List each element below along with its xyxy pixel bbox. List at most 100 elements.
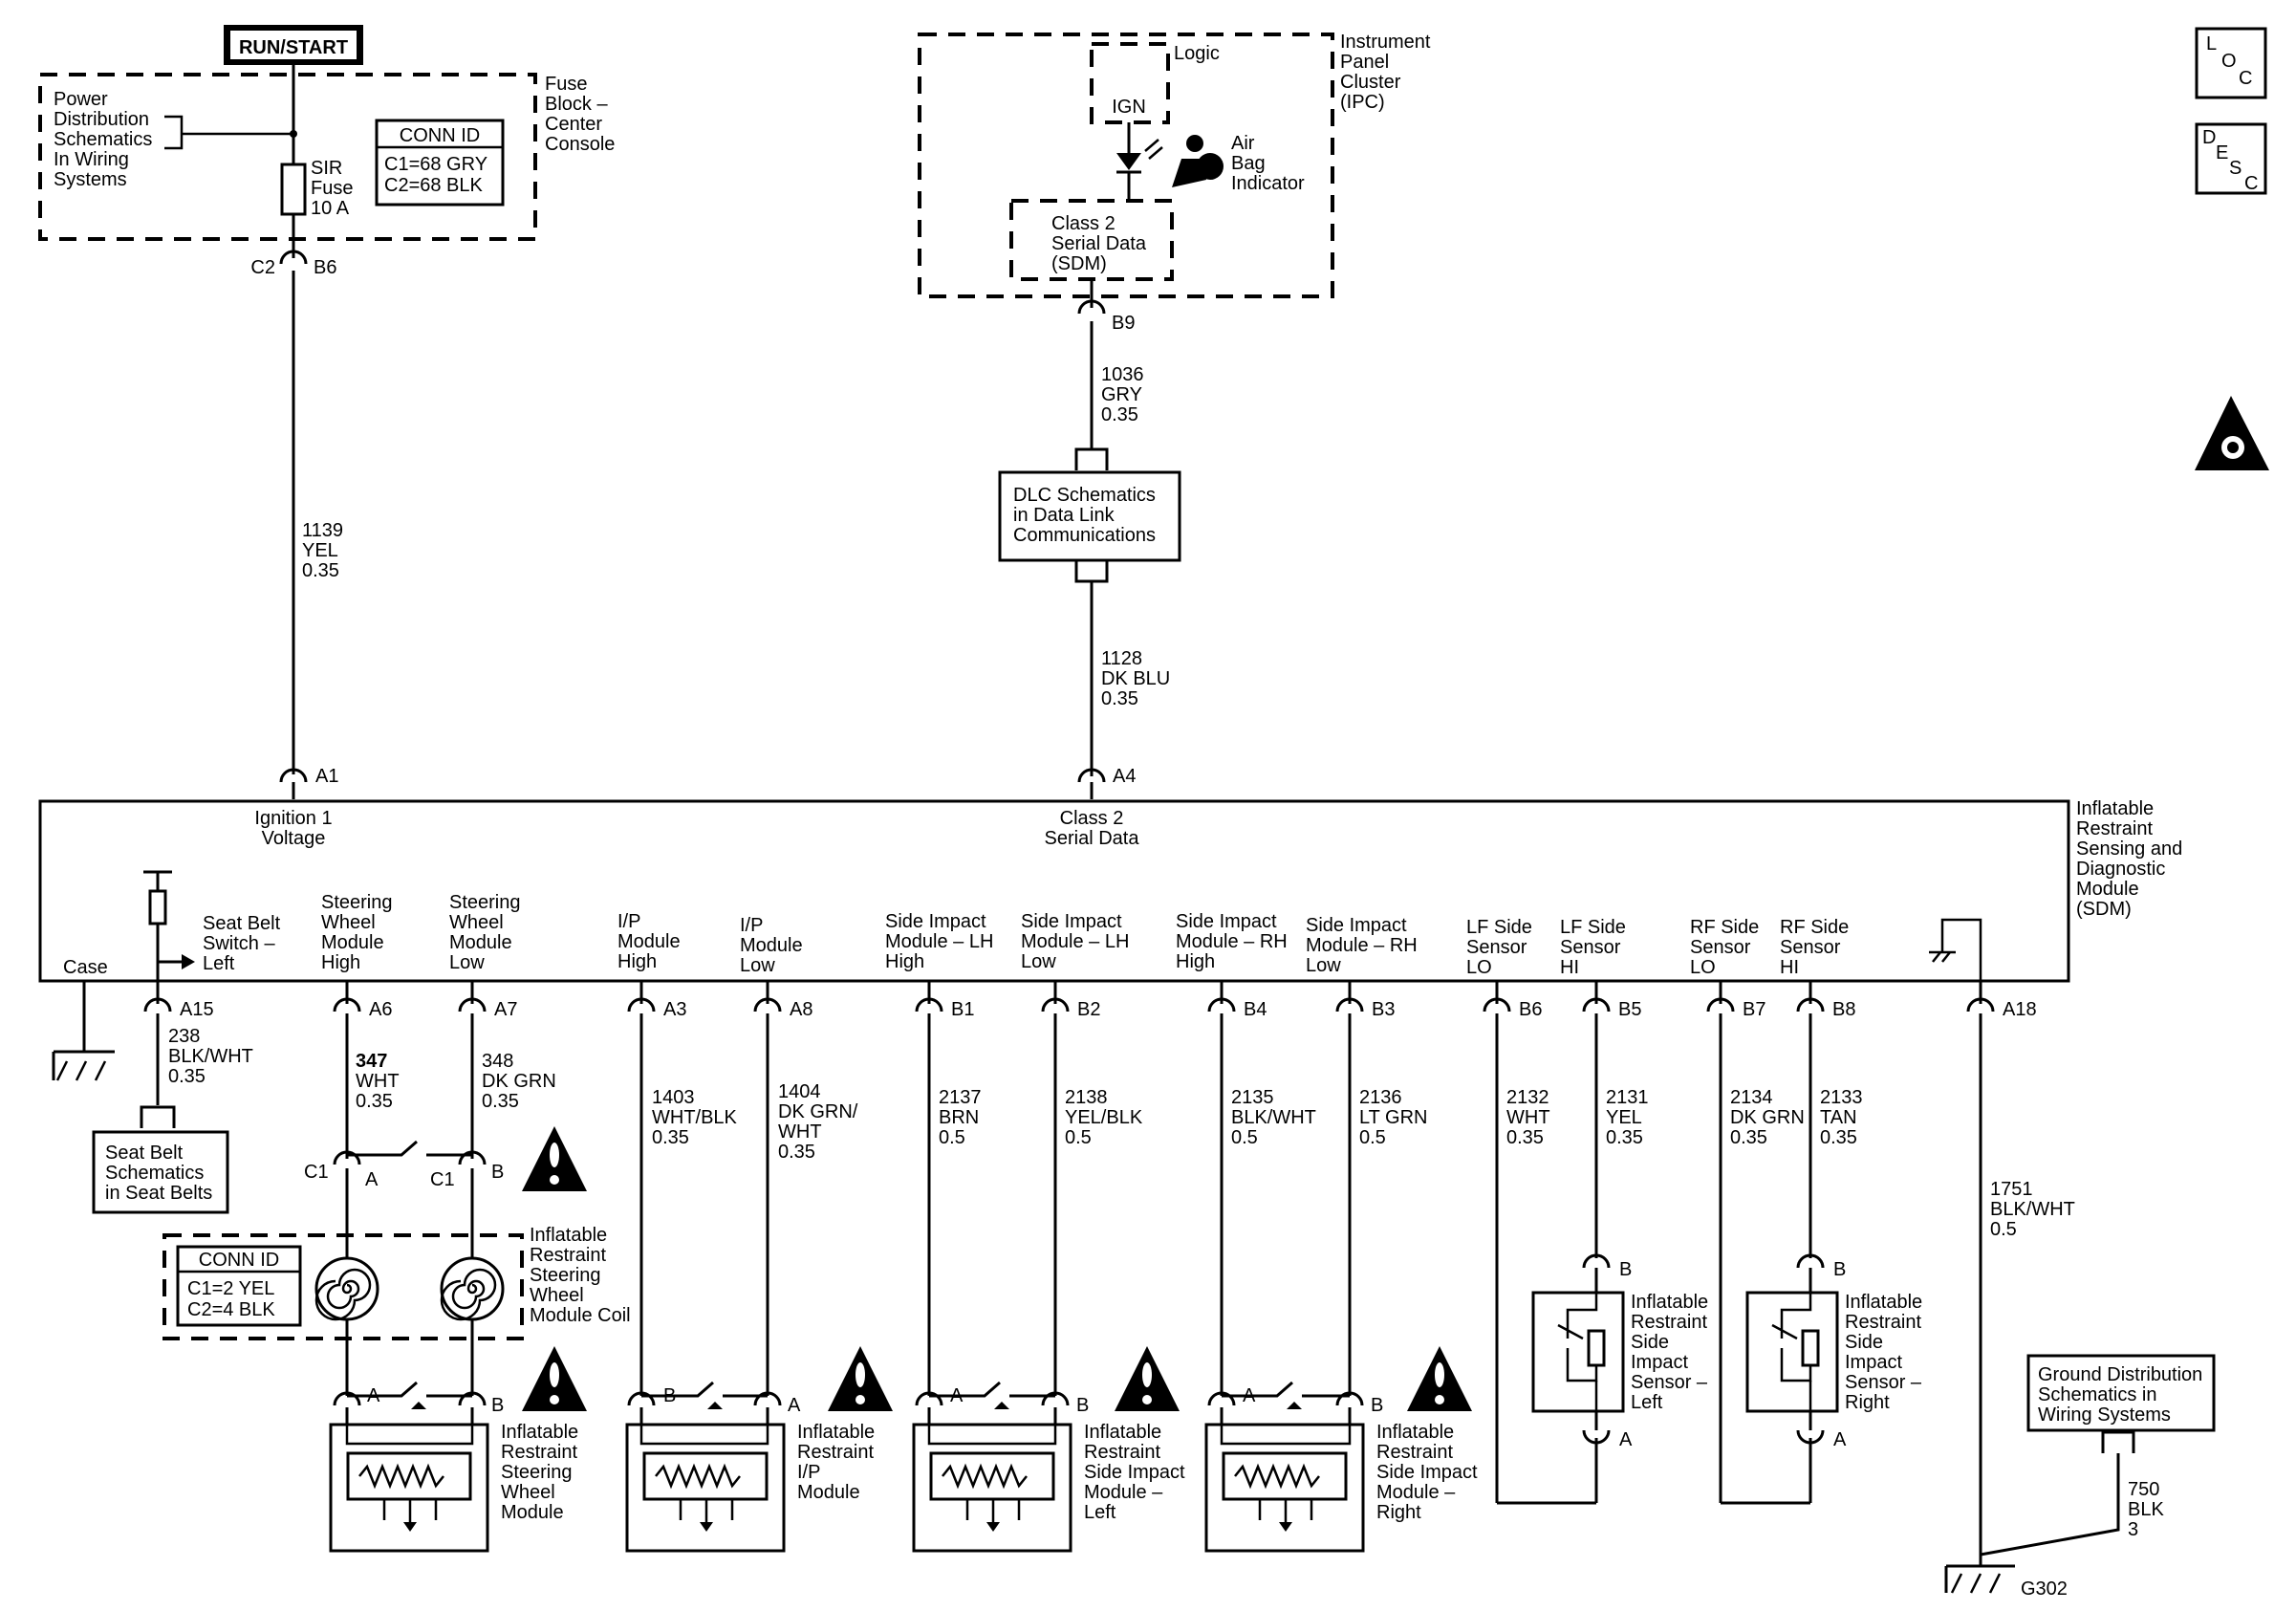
svg-text:Diagnostic: Diagnostic xyxy=(2076,859,2165,880)
svg-text:C: C xyxy=(2244,173,2258,194)
svg-text:3: 3 xyxy=(2128,1519,2138,1540)
rf-side-impact-sensor xyxy=(1719,1013,1839,1505)
svg-text:1036: 1036 xyxy=(1101,364,1144,385)
svg-text:Module – RH: Module – RH xyxy=(1306,935,1418,956)
svg-text:WHT: WHT xyxy=(356,1071,400,1092)
svg-text:E: E xyxy=(2216,142,2228,163)
svg-text:Sensor: Sensor xyxy=(1780,937,1841,958)
svg-text:CONN ID: CONN ID xyxy=(199,1250,279,1271)
svg-text:Block –: Block – xyxy=(545,94,608,115)
svg-text:B: B xyxy=(1619,1259,1632,1280)
wire-1139-label: 1139 YEL 0.35 xyxy=(302,520,343,581)
power-distribution-label: Power Distribution Schematics In Wiring … xyxy=(54,89,152,190)
svg-text:Side Impact: Side Impact xyxy=(1084,1462,1185,1483)
ip-module: B A xyxy=(625,1381,801,1553)
svg-text:Wheel: Wheel xyxy=(449,912,504,933)
svg-text:0.35: 0.35 xyxy=(1506,1127,1544,1148)
svg-text:Module: Module xyxy=(321,932,384,953)
ipc-class2-label: Class 2 Serial Data (SDM) xyxy=(1051,213,1147,274)
svg-text:TAN: TAN xyxy=(1820,1107,1857,1128)
svg-text:Restraint: Restraint xyxy=(1084,1442,1160,1463)
svg-text:WHT: WHT xyxy=(778,1121,822,1143)
svg-text:A: A xyxy=(365,1169,379,1190)
svg-text:B: B xyxy=(1833,1259,1846,1280)
steering-wheel-module: A B xyxy=(329,1381,504,1553)
svg-text:Steering: Steering xyxy=(449,892,521,913)
svg-text:CONN ID: CONN ID xyxy=(400,125,480,146)
svg-text:LO: LO xyxy=(1690,957,1716,978)
desc-icon[interactable]: D E S C xyxy=(2195,122,2267,195)
svg-text:Communications: Communications xyxy=(1013,525,1156,546)
svg-text:Ground Distribution: Ground Distribution xyxy=(2038,1364,2202,1385)
svg-text:Low: Low xyxy=(449,952,485,973)
svg-text:High: High xyxy=(321,952,360,973)
clockspring-outline xyxy=(162,1233,524,1340)
svg-text:BLK/WHT: BLK/WHT xyxy=(1231,1107,1316,1128)
warning-icon xyxy=(522,1346,587,1411)
side-impact-module-left-label: Inflatable Restraint Side Impact Module … xyxy=(1084,1422,1185,1523)
svg-text:A: A xyxy=(1243,1385,1256,1406)
svg-text:Side Impact: Side Impact xyxy=(1176,911,1277,932)
svg-text:A8: A8 xyxy=(790,999,812,1020)
svg-text:Serial Data: Serial Data xyxy=(1045,828,1140,849)
svg-text:C: C xyxy=(2239,68,2252,89)
lf-side-impact-sensor xyxy=(1495,1013,1625,1505)
ip-module-label: Inflatable Restraint I/P Module xyxy=(797,1422,875,1503)
svg-text:B: B xyxy=(663,1385,676,1406)
svg-text:Indicator: Indicator xyxy=(1231,173,1305,194)
svg-text:B3: B3 xyxy=(1372,999,1395,1020)
svg-text:0.35: 0.35 xyxy=(652,1127,689,1148)
svg-text:C2: C2 xyxy=(250,257,275,278)
svg-text:Bag: Bag xyxy=(1231,153,1266,174)
svg-text:Restraint: Restraint xyxy=(2076,818,2153,839)
svg-text:RF Side: RF Side xyxy=(1780,917,1849,938)
svg-text:Power: Power xyxy=(54,89,108,110)
svg-text:2133: 2133 xyxy=(1820,1087,1863,1108)
svg-text:Logic: Logic xyxy=(1174,43,1220,64)
svg-text:A18: A18 xyxy=(2003,999,2037,1020)
svg-text:Inflatable: Inflatable xyxy=(1376,1422,1454,1443)
warning-icon xyxy=(1115,1346,1180,1411)
svg-text:DK BLU: DK BLU xyxy=(1101,668,1170,689)
svg-text:Right: Right xyxy=(1845,1392,1890,1413)
svg-text:Console: Console xyxy=(545,134,615,155)
svg-text:1403: 1403 xyxy=(652,1087,695,1108)
svg-text:2137: 2137 xyxy=(939,1087,982,1108)
svg-text:High: High xyxy=(885,951,924,972)
svg-text:238: 238 xyxy=(168,1026,200,1047)
svg-text:Air: Air xyxy=(1231,133,1255,154)
svg-text:0.35: 0.35 xyxy=(1606,1127,1643,1148)
seat-belt-schematics-box: Seat Belt Schematics in Seat Belts xyxy=(92,1130,229,1214)
svg-text:YEL: YEL xyxy=(302,540,338,561)
svg-text:Module –: Module – xyxy=(1084,1482,1163,1503)
svg-text:Side: Side xyxy=(1845,1332,1883,1353)
ground-distribution-box: Ground Distribution Schematics in Wiring… xyxy=(2026,1354,2216,1432)
svg-text:Panel: Panel xyxy=(1340,52,1389,73)
svg-text:Module: Module xyxy=(740,935,803,956)
svg-text:B: B xyxy=(1076,1395,1089,1416)
sdm-label: Inflatable Restraint Sensing and Diagnos… xyxy=(2076,798,2182,920)
svg-text:Restraint: Restraint xyxy=(1845,1312,1921,1333)
rf-sensor-label: Inflatable Restraint Side Impact Sensor … xyxy=(1845,1292,1922,1413)
svg-text:Low: Low xyxy=(740,955,775,976)
svg-text:0.35: 0.35 xyxy=(482,1091,519,1112)
svg-text:Inflatable: Inflatable xyxy=(2076,798,2154,819)
svg-text:Class 2: Class 2 xyxy=(1051,213,1116,234)
svg-text:Restraint: Restraint xyxy=(530,1245,606,1266)
ipc-logic-box xyxy=(1090,42,1170,124)
sdm-ignition-label: Ignition 1 Voltage xyxy=(254,808,332,849)
svg-text:Sensor: Sensor xyxy=(1690,937,1751,958)
svg-text:1751: 1751 xyxy=(1990,1179,2033,1200)
svg-text:B6: B6 xyxy=(314,257,336,278)
loc-icon[interactable]: L O C xyxy=(2195,27,2267,99)
svg-text:Side Impact: Side Impact xyxy=(1021,911,1122,932)
svg-text:LF Side: LF Side xyxy=(1466,917,1532,938)
svg-text:A: A xyxy=(1833,1429,1847,1450)
wire-348-label: 348 DK GRN 0.35 xyxy=(482,1051,556,1112)
svg-text:A: A xyxy=(1619,1429,1633,1450)
svg-text:1128: 1128 xyxy=(1101,648,1142,669)
svg-text:In Wiring: In Wiring xyxy=(54,149,129,170)
svg-text:B2: B2 xyxy=(1077,999,1100,1020)
